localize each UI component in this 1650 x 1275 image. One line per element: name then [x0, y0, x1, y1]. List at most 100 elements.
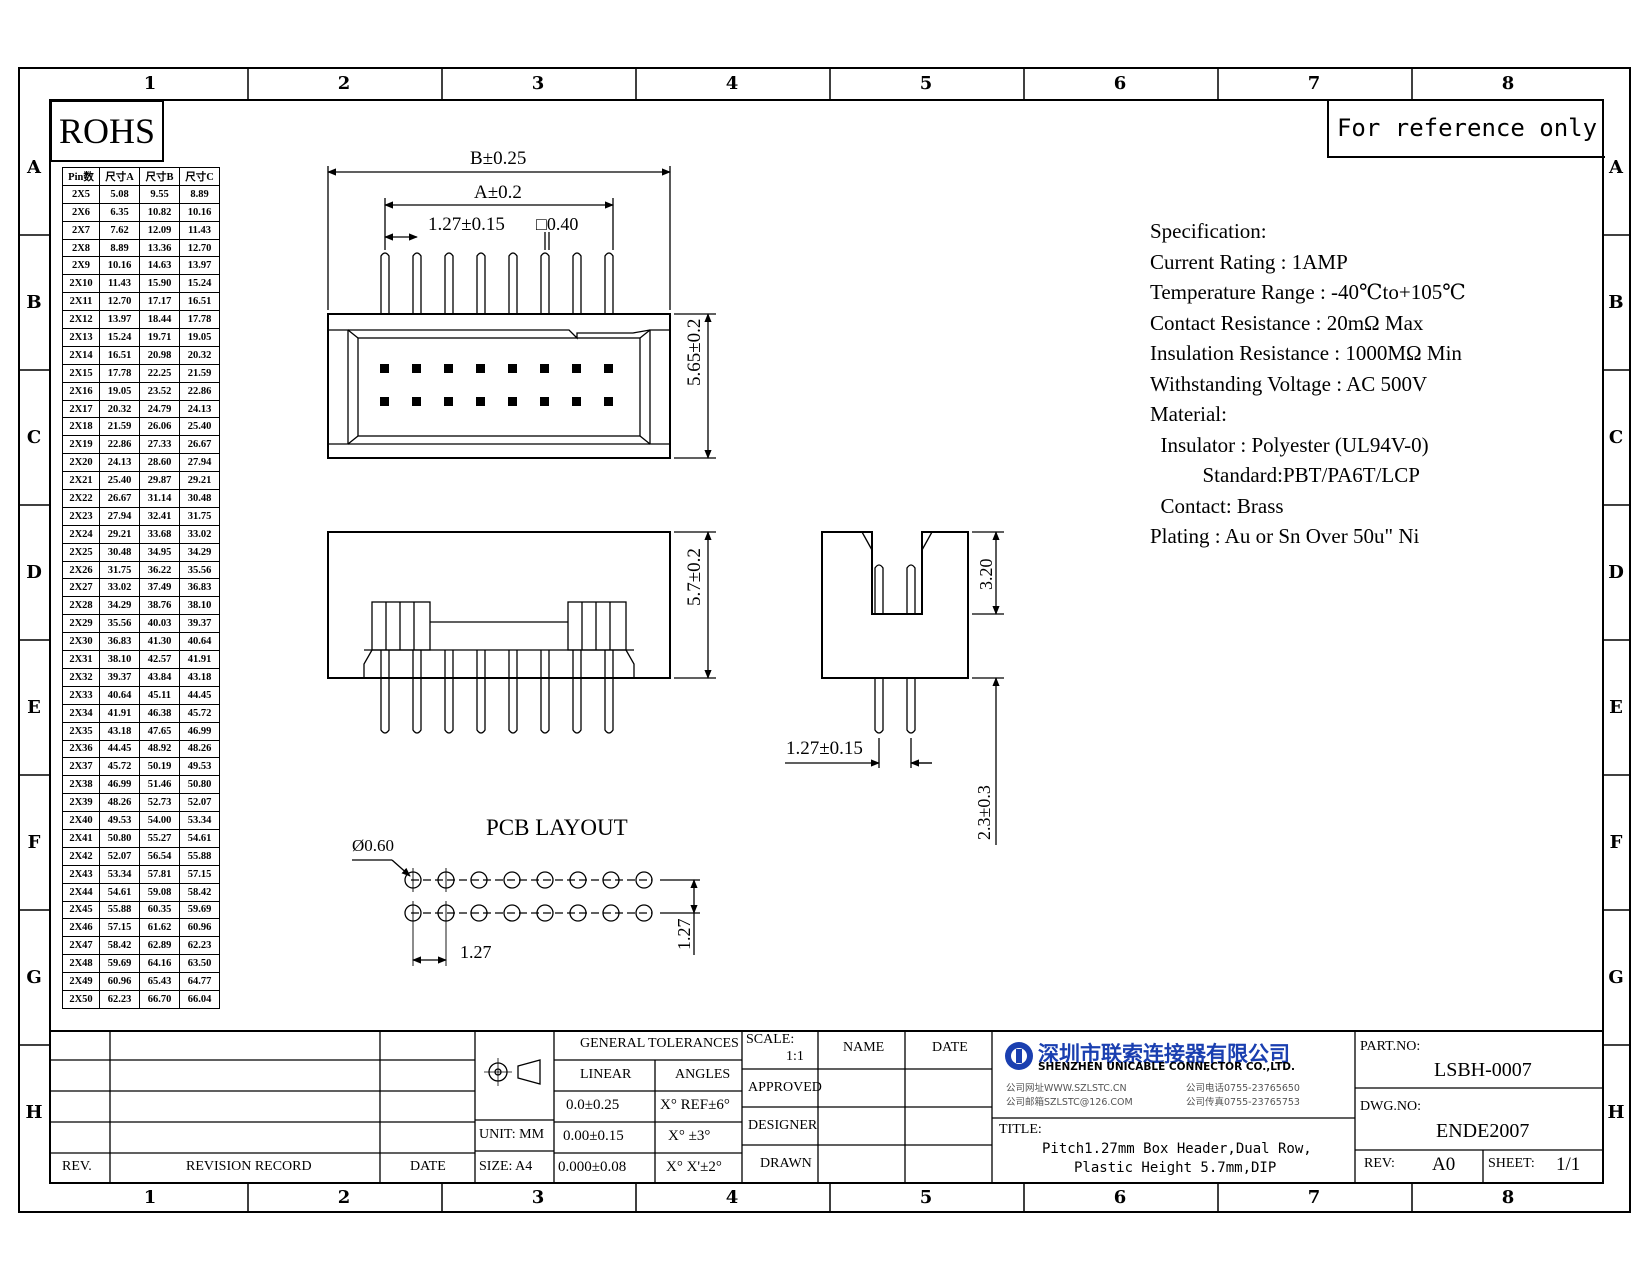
zone-row-f-right: F	[1609, 832, 1623, 853]
linear-label: LINEAR	[580, 1067, 632, 1082]
zone-col-1: 1	[143, 73, 157, 94]
dim-pcb-pitch-y: 1.27	[674, 918, 694, 951]
dim-tail: 2.3±0.3	[974, 785, 994, 840]
title-block-lines	[50, 1030, 1603, 1183]
side-pins	[380, 650, 614, 734]
zone-col-3: 3	[531, 73, 545, 94]
angles-label: ANGLES	[675, 1067, 731, 1082]
linear-tolerance-1: 0.0±0.25	[566, 1097, 620, 1113]
company-fax: 公司传真0755-23765753	[1186, 1097, 1300, 1108]
zone-col-6-bottom: 6	[1113, 1187, 1127, 1208]
designer-label: DESIGNER	[748, 1118, 818, 1133]
pcb-layout-title: PCB LAYOUT	[486, 815, 628, 840]
zone-row-h: H	[25, 1102, 43, 1123]
revision-value: A0	[1432, 1154, 1456, 1175]
angle-tolerance-1: X° REF±6°	[660, 1097, 730, 1113]
pcb-layout	[352, 859, 700, 966]
dwg-no-label: DWG.NO:	[1360, 1099, 1422, 1114]
part-no-label: PART.NO:	[1360, 1039, 1421, 1054]
zone-row-g: G	[26, 967, 42, 988]
drawn-label: DRAWN	[760, 1156, 812, 1171]
zone-col-2: 2	[337, 73, 351, 94]
zone-col-7-bottom: 7	[1307, 1187, 1321, 1208]
dim-height-top: 5.65±0.2	[684, 318, 705, 386]
sheet-label: SHEET:	[1488, 1156, 1535, 1171]
dim-pin-square: □0.40	[536, 214, 579, 234]
zone-row-d: D	[26, 562, 42, 583]
zone-col-4: 4	[725, 73, 739, 94]
zone-row-e: E	[27, 697, 41, 718]
zone-row-f: F	[27, 832, 41, 853]
dim-pitch-end: 1.27±0.15	[786, 738, 863, 759]
drawing-number: ENDE2007	[1436, 1120, 1530, 1142]
rev-label: REV:	[1364, 1156, 1395, 1171]
table-cell: 62.23	[179, 936, 220, 956]
scale-label: SCALE:	[746, 1032, 795, 1047]
zone-row-a: A	[27, 157, 41, 178]
rohs-badge: ROHS	[50, 100, 164, 162]
scale-value: 1:1	[786, 1049, 804, 1064]
linear-tolerance-2: 0.00±0.15	[563, 1128, 624, 1144]
zone-row-b: B	[26, 292, 42, 313]
dim-pcb-pitch-x: 1.27	[460, 942, 492, 962]
dim-a: A±0.2	[474, 182, 522, 203]
zone-col-8: 8	[1501, 73, 1515, 94]
zone-col-5-bottom: 5	[919, 1187, 933, 1208]
drawing-title-line-1: Pitch1.27mm Box Header,Dual Row,	[1042, 1141, 1312, 1157]
linear-tolerance-3: 0.000±0.08	[558, 1159, 627, 1175]
dim-pitch-top: 1.27±0.15	[428, 214, 505, 235]
zone-row-g-right: G	[1608, 967, 1624, 988]
zone-row-b-right: B	[1608, 292, 1624, 313]
table-cell: 15.24	[179, 274, 220, 294]
size-label: SIZE: A4	[479, 1159, 533, 1174]
date-column-header: DATE	[932, 1040, 968, 1055]
zone-row-c: C	[26, 427, 42, 448]
pin-table-header: Pin数 尺寸A 尺寸B 尺寸C	[62, 167, 220, 186]
angle-tolerance-2: X° ±3°	[668, 1128, 711, 1144]
rev-header: REV.	[62, 1159, 92, 1174]
zone-row-h-right: H	[1607, 1102, 1625, 1123]
zone-col-1-bottom: 1	[143, 1187, 157, 1208]
zone-col-4-bottom: 4	[725, 1187, 739, 1208]
revision-date-header: DATE	[410, 1159, 446, 1174]
sheet-value: 1/1	[1556, 1154, 1581, 1175]
zone-col-6: 6	[1113, 73, 1127, 94]
contact-squares	[380, 364, 613, 406]
table-cell: 66.04	[179, 989, 220, 1009]
approved-label: APPROVED	[748, 1080, 822, 1095]
drawing-title-line-2: Plastic Height 5.7mm,DIP	[1074, 1160, 1277, 1176]
angle-tolerance-3: X° X'±2°	[666, 1159, 722, 1175]
zone-col-8-bottom: 8	[1501, 1187, 1515, 1208]
table-cell: 19.05	[179, 328, 220, 347]
table-cell: 48.26	[179, 739, 220, 759]
table-cell: 41.91	[179, 650, 220, 669]
company-website: 公司网址WWW.SZLSTC.CN	[1006, 1083, 1127, 1094]
end-view	[785, 531, 1004, 845]
zone-col-7: 7	[1307, 73, 1321, 94]
company-phone: 公司电话0755-23765650	[1186, 1083, 1300, 1094]
zone-row-e-right: E	[1609, 697, 1623, 718]
general-tolerances-label: GENERAL TOLERANCES	[580, 1036, 739, 1051]
table-cell: 26.67	[179, 435, 220, 455]
